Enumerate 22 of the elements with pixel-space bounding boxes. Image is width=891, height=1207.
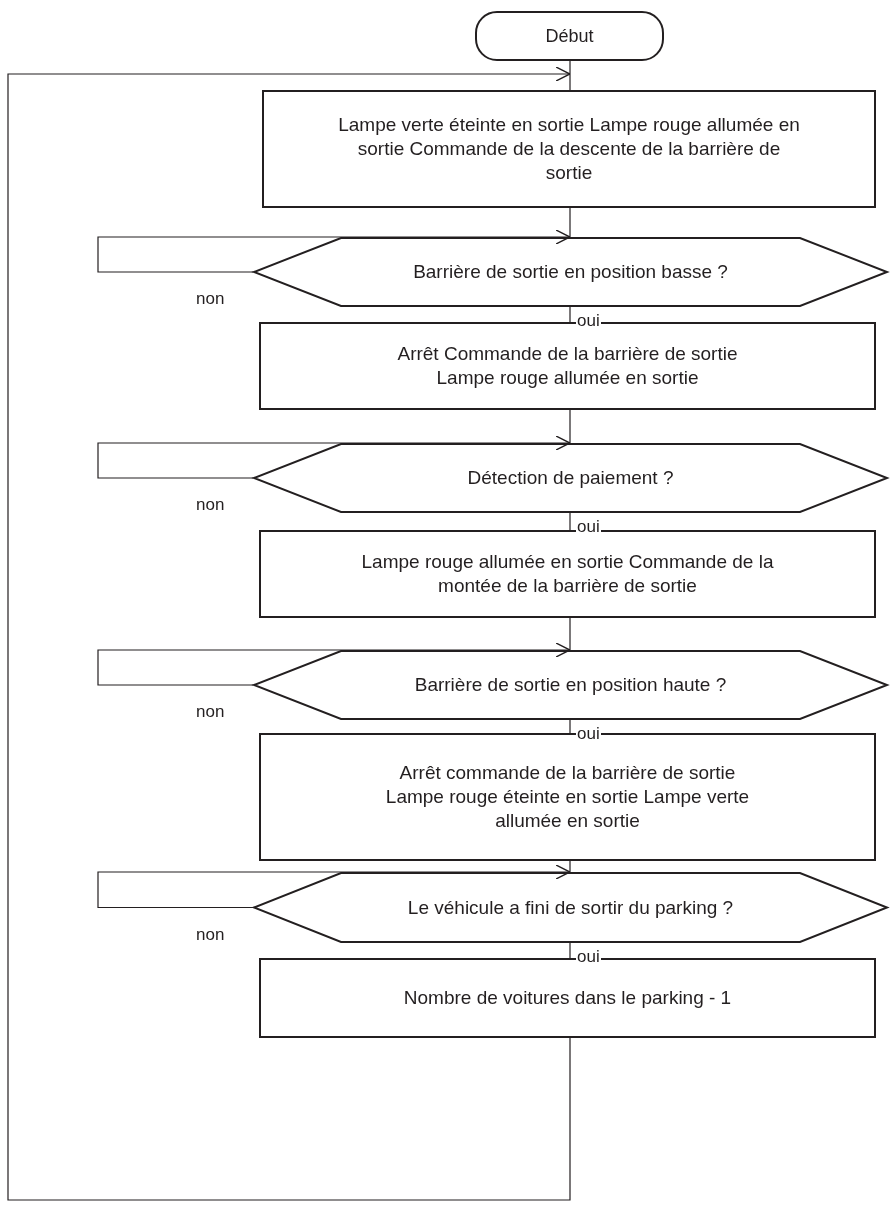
connector-arrow — [7, 66, 571, 1201]
node-text: Lampe rouge allumée en sortie Commande de la montée de la barrière de sortie — [360, 550, 775, 598]
process-box — [259, 530, 876, 618]
connector-arrow — [97, 229, 571, 273]
connector-arrow — [97, 435, 571, 479]
decision-hexagon — [253, 443, 888, 513]
connector-arrow — [97, 864, 571, 909]
connector-arrow — [97, 642, 571, 686]
node-text: Le véhicule a fini de sortir du parking ? — [407, 895, 734, 920]
node-text: Arrêt commande de la barrière de sortie Lampe rouge éteinte en sortie Lampe verte allumée en sortie — [384, 761, 751, 833]
node-text: Barrière de sortie en position basse ? — [413, 260, 728, 284]
decision-hexagon — [253, 872, 888, 943]
decision-hexagon — [253, 650, 888, 720]
node-text: Nombre de voitures dans le parking - 1 — [403, 986, 732, 1010]
node-text: Arrêt Commande de la barrière de sortie Lampe rouge allumée en sortie — [396, 342, 739, 390]
decision-hexagon — [253, 237, 888, 307]
start-terminator — [475, 11, 664, 61]
node-text: Début — [545, 25, 594, 48]
process-box — [262, 90, 876, 208]
node-text: Barrière de sortie en position haute ? — [414, 673, 727, 697]
node-text: Détection de paiement ? — [467, 466, 674, 490]
node-text: Lampe verte éteinte en sortie Lampe rouge allumée en sortie Commande de la descente de la barrière de sortie — [337, 113, 801, 185]
